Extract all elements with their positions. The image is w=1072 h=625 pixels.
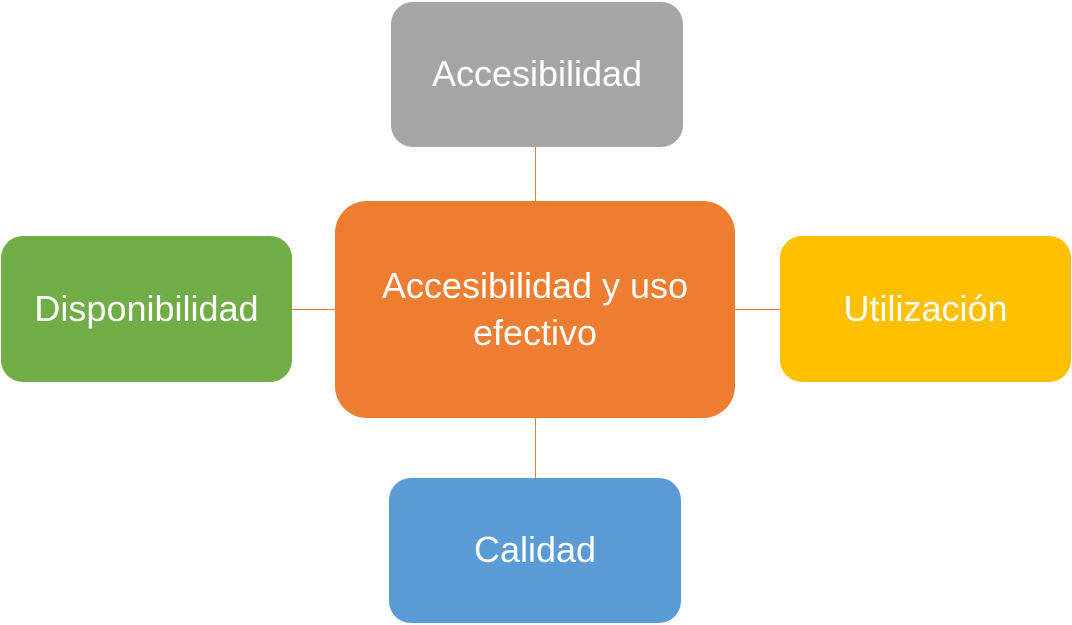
node-calidad: Calidad: [389, 478, 681, 623]
node-central-label: Accesibilidad y uso efectivo: [381, 264, 689, 353]
node-central-accesibilidad-uso-efectivo: Accesibilidad y uso efectivo: [335, 201, 735, 418]
node-utilizacion: Utilización: [780, 236, 1071, 382]
connector-bottom: [535, 418, 536, 478]
connector-top: [535, 147, 536, 201]
node-utilizacion-label: Utilización: [843, 287, 1008, 329]
node-accesibilidad-label: Accesibilidad: [431, 53, 643, 95]
connector-right: [735, 309, 780, 310]
node-accesibilidad: Accesibilidad: [391, 2, 683, 147]
node-disponibilidad-label: Disponibilidad: [34, 287, 259, 329]
connector-left: [292, 309, 335, 310]
node-disponibilidad: Disponibilidad: [1, 236, 292, 382]
node-calidad-label: Calidad: [473, 529, 597, 571]
